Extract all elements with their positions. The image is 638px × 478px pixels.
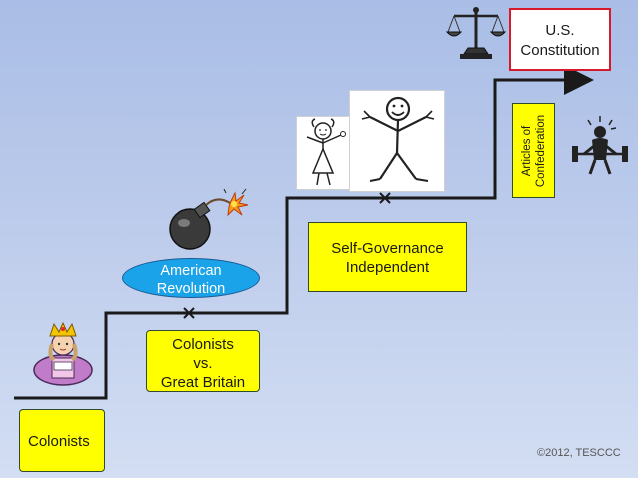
articles-line-2: Confederation [534, 114, 547, 187]
articles-box: Articles of Confederation [512, 103, 555, 198]
stick-figure-panel [349, 90, 445, 192]
colonists-label: Colonists [28, 433, 90, 450]
independence-line-1: Self-Governance [331, 240, 444, 257]
scales-icon [446, 7, 506, 59]
stick-figure-icon [361, 96, 435, 182]
revolution-oval: American Revolution [122, 258, 260, 298]
girl-figure-panel [296, 116, 350, 190]
independence-box: Self-Governance Independent [308, 222, 467, 292]
revolution-line-2: Revolution [156, 281, 226, 297]
conflict-line-1: Colonists [172, 336, 234, 353]
girl-figure-icon [306, 118, 346, 186]
constitution-line-2: Constitution [520, 42, 600, 59]
articles-line-1: Articles of [520, 125, 533, 176]
colonists-box: Colonists [19, 409, 105, 472]
weightlifter-icon [572, 116, 628, 175]
step-tick-marks [183, 192, 391, 319]
conflict-line-2: vs. [193, 355, 213, 372]
constitution-line-1: U.S. [545, 22, 575, 39]
king-icon [33, 322, 93, 386]
revolution-line-1: American [160, 263, 222, 279]
bomb-icon [169, 188, 249, 250]
conflict-line-3: Great Britain [160, 374, 246, 391]
independence-line-2: Independent [345, 259, 430, 276]
copyright-text: ©2012, TESCCC [537, 447, 621, 459]
constitution-box: U.S. Constitution [509, 8, 611, 71]
staircase-line [14, 65, 594, 400]
conflict-box: Colonists vs. Great Britain [146, 330, 260, 392]
